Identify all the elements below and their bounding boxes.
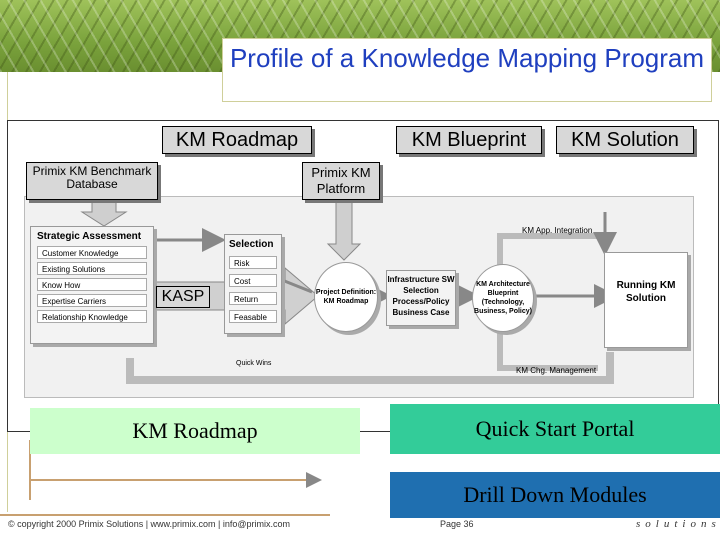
footer-divider	[0, 514, 330, 516]
assessment-item: Expertise Carriers	[37, 294, 147, 307]
kasp-text: KASP	[162, 288, 205, 305]
quick-wins-label: Quick Wins	[236, 360, 271, 367]
km-platform-label: Primix KM Platform	[311, 165, 370, 196]
quick-start-portal-box: Quick Start Portal	[390, 404, 720, 454]
architecture-text: KM Architecture Blueprint (Technology, B…	[473, 280, 533, 316]
strategic-assessment-title: Strategic Assessment	[37, 231, 147, 242]
assessment-item: Customer Knowledge	[37, 246, 147, 259]
phase-km-blueprint-label: KM Blueprint	[412, 129, 527, 151]
selection-panel: Selection Risk Cost Return Feasable	[224, 234, 282, 334]
chg-management-label: KM Chg. Management	[516, 366, 596, 375]
project-definition-node: Project Definition: KM Roadmap	[314, 262, 378, 332]
page-number: Page 36	[440, 519, 474, 529]
selection-item: Feasable	[229, 310, 277, 323]
selection-item: Return	[229, 292, 277, 305]
assessment-item: Existing Solutions	[37, 262, 147, 275]
assessment-item: Know How	[37, 278, 147, 291]
arrow-benchmark-down	[82, 196, 126, 226]
running-text: Running KM Solution	[617, 280, 676, 304]
drill-down-modules-label: Drill Down Modules	[463, 482, 646, 507]
arrow-platform-down	[328, 200, 360, 260]
km-platform: Primix KM Platform	[302, 162, 380, 200]
km-roadmap-box: KM Roadmap	[30, 408, 360, 454]
phase-km-blueprint: KM Blueprint	[396, 126, 542, 154]
quick-start-portal-label: Quick Start Portal	[476, 416, 635, 441]
arrow-app-integration	[500, 236, 598, 270]
arrow-chg-management	[500, 330, 598, 368]
assessment-item: Relationship Knowledge	[37, 310, 147, 323]
project-definition-text: Project Definition: KM Roadmap	[315, 288, 377, 306]
phase-km-solution-label: KM Solution	[571, 129, 679, 151]
phase-km-roadmap: KM Roadmap	[162, 126, 312, 154]
phase-km-roadmap-label: KM Roadmap	[176, 129, 298, 151]
selection-item: Risk	[229, 256, 277, 269]
km-roadmap-box-label: KM Roadmap	[132, 418, 257, 443]
infrastructure-box: Infrastructure SW Selection Process/Poli…	[386, 270, 456, 326]
selection-item: Cost	[229, 274, 277, 287]
architecture-node: KM Architecture Blueprint (Technology, B…	[472, 264, 534, 332]
running-km-solution: Running KM Solution	[604, 252, 688, 348]
app-integration-label: KM App. Integration	[522, 226, 592, 235]
kasp-label: KASP	[156, 286, 210, 308]
company-logo: solutions	[636, 518, 720, 530]
selection-title: Selection	[229, 239, 277, 250]
strategic-assessment-panel: Strategic Assessment Customer Knowledge …	[30, 226, 154, 344]
drill-down-modules-box: Drill Down Modules	[390, 472, 720, 518]
benchmark-database: Primix KM Benchmark Database	[26, 162, 158, 200]
benchmark-database-label: Primix KM Benchmark Database	[33, 164, 152, 191]
phase-km-solution: KM Solution	[556, 126, 694, 154]
infrastructure-text: Infrastructure SW Selection Process/Poli…	[387, 275, 454, 317]
footer-copyright: © copyright 2000 Primix Solutions | www.…	[8, 519, 290, 529]
